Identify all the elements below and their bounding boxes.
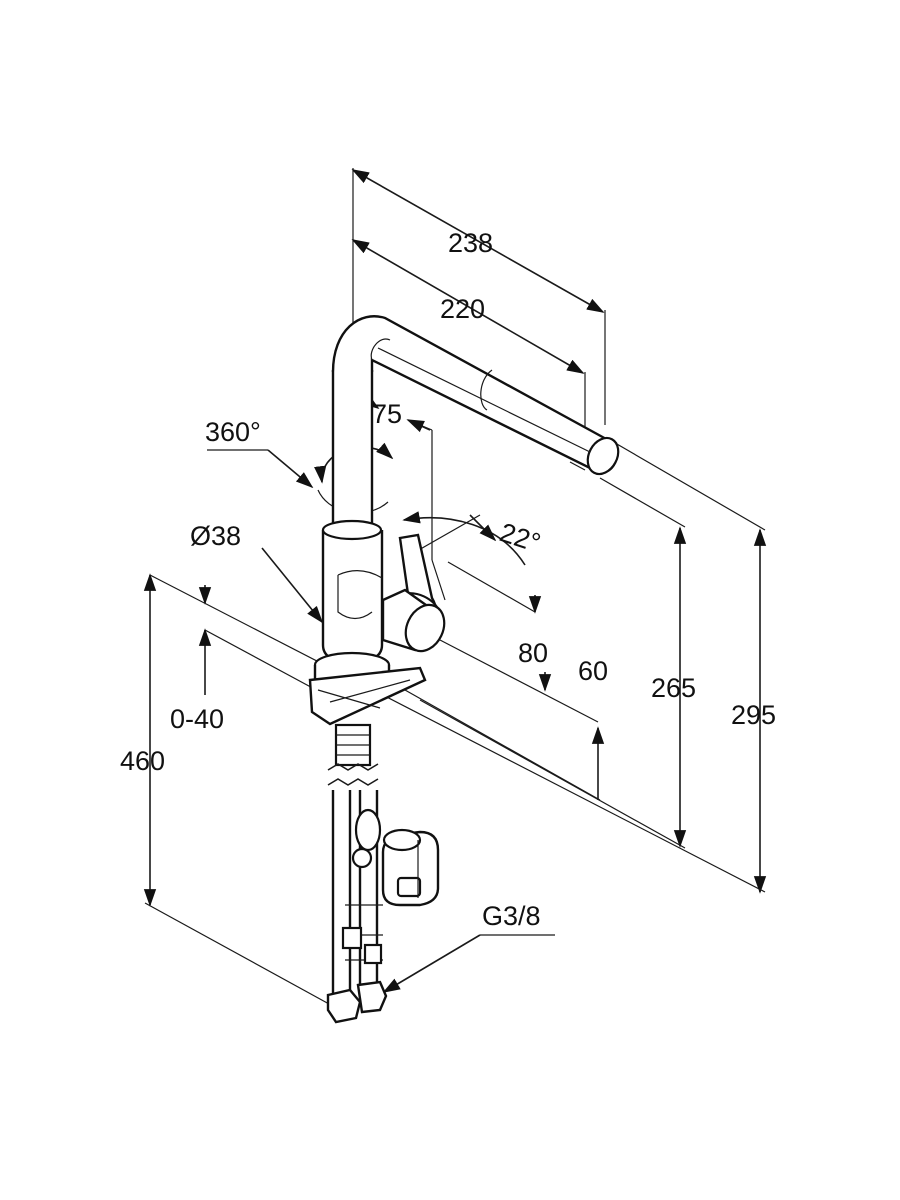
label-460: 460 — [120, 746, 165, 776]
handle-angle-arc — [402, 511, 526, 566]
label-360: 360° — [205, 417, 261, 447]
dimension-labels: 238 220 360° 75 22° Ø38 80 60 265 295 0-… — [120, 228, 776, 931]
label-0-40: 0-40 — [170, 704, 224, 734]
label-265: 265 — [651, 673, 696, 703]
label-80: 80 — [518, 638, 548, 668]
dimension-lines — [143, 168, 767, 1011]
label-22: 22° — [496, 517, 544, 558]
label-75: 75 — [372, 399, 402, 429]
fixing-plate — [308, 666, 427, 726]
spout-outlet — [586, 436, 620, 476]
label-238: 238 — [448, 228, 493, 258]
label-g3-8: G3/8 — [482, 901, 541, 931]
connection-nut — [326, 988, 362, 1024]
dim-220-line — [351, 239, 585, 374]
hose-left — [331, 790, 352, 995]
label-295: 295 — [731, 700, 776, 730]
label-220: 220 — [440, 294, 485, 324]
label-diameter-38: Ø38 — [190, 521, 241, 551]
hose-clip — [381, 828, 440, 907]
faucet — [308, 315, 620, 1024]
label-60: 60 — [578, 656, 608, 686]
